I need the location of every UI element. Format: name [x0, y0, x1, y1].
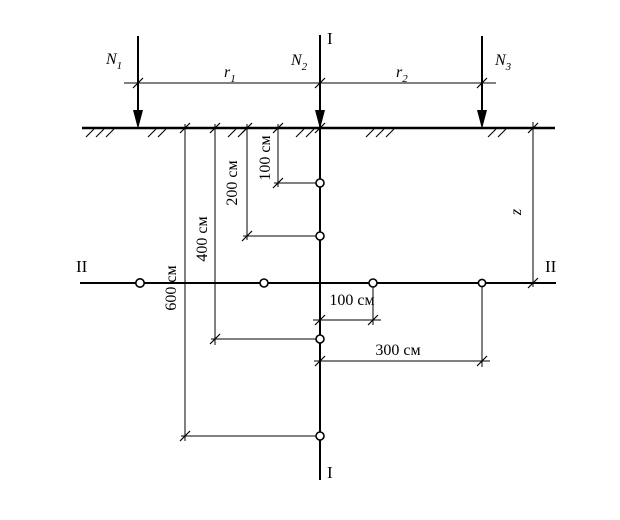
section-II-right-label: II [545, 257, 557, 276]
ground-hatching [85, 128, 507, 138]
calc-point-II-100 [368, 278, 378, 288]
force-label-n1: N1 [105, 51, 122, 72]
dim-label-600-vertical: 600 см [163, 265, 180, 310]
dim-label-400-vertical: 400 см [194, 216, 211, 261]
vertical-dimension-ticks [179, 122, 326, 442]
spacing-label-r1: r1 [224, 64, 236, 85]
force-label-n3: N3 [494, 52, 512, 73]
force-arrow-n1 [133, 36, 143, 129]
dim-label-100-horizontal: 100 см [329, 292, 374, 309]
calc-point-II-300 [477, 278, 487, 288]
spacing-label-r2: r2 [396, 64, 408, 85]
section-I-bottom-label: I [327, 463, 333, 482]
dim-label-200-vertical: 200 см [224, 160, 241, 205]
horizontal-dimension-ticks [314, 314, 488, 367]
calc-point-I-600 [315, 431, 325, 441]
r-dimension-ticks [132, 77, 488, 89]
calc-point-I-100 [315, 178, 325, 188]
depth-label-z: z [508, 208, 525, 216]
section-I-top-label: I [327, 29, 333, 48]
calc-point-II-mid-left [259, 278, 269, 288]
calc-point-II-left [135, 277, 146, 288]
dim-label-100-vertical: 100 см [257, 135, 274, 180]
force-arrow-n2 [315, 60, 325, 129]
section-II-left-label: II [76, 257, 88, 276]
dim-label-300-horizontal: 300 см [375, 342, 420, 359]
force-label-n2: N2 [290, 52, 308, 73]
calc-point-I-400 [315, 334, 325, 344]
calc-point-I-200 [315, 231, 325, 241]
depth-dimension-ticks [527, 122, 539, 289]
force-arrow-n3 [477, 36, 487, 129]
